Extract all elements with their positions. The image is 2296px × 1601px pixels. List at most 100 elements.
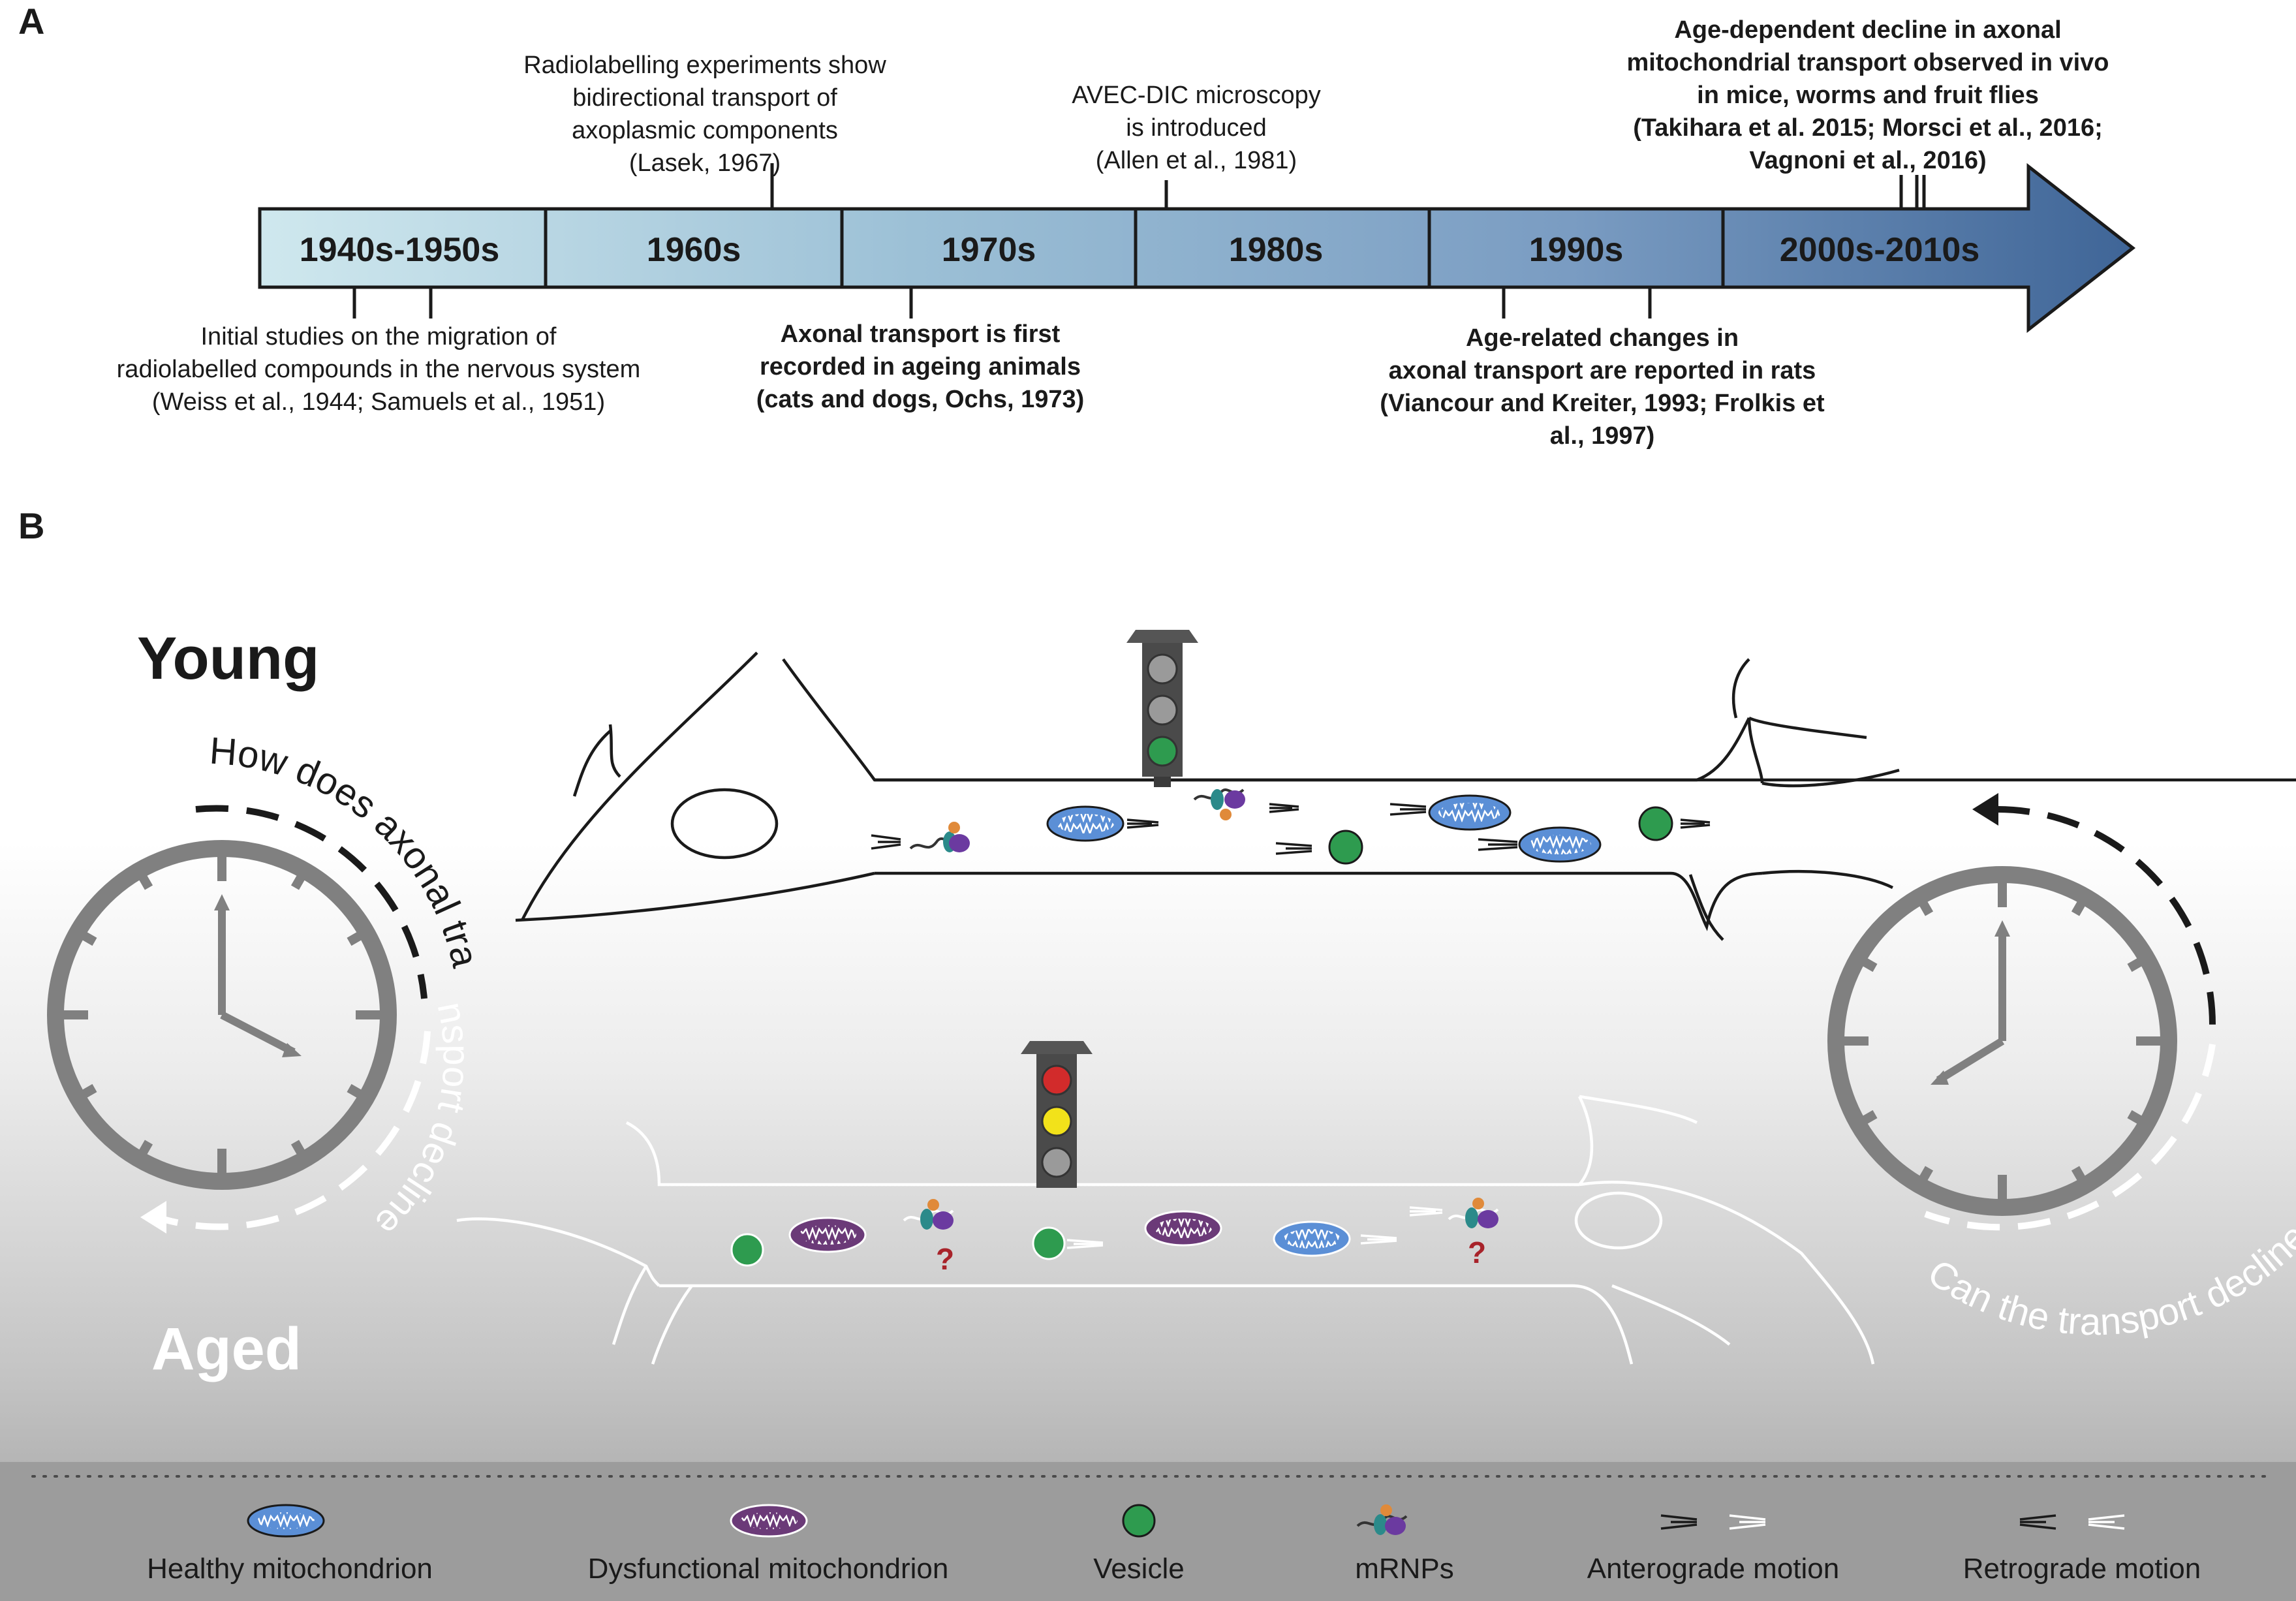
annotation-line: al., 1997): [1550, 422, 1655, 450]
right-arc-dark: [1996, 806, 2216, 1025]
annotation-initial-studies: Initial studies on the migration of radi…: [117, 323, 641, 416]
retrograde-arrows-icon: [1269, 803, 1299, 813]
dysfunctional-mitochondrion-icon: [788, 1217, 867, 1253]
annotation-line: axonal transport are reported in rats: [1389, 357, 1816, 384]
aged-label: Aged: [151, 1316, 302, 1382]
annotation-line: (Weiss et al., 1944; Samuels et al., 195…: [152, 388, 605, 416]
left-arc-light: [155, 1031, 431, 1230]
aged-cargo: ? ?: [730, 1198, 1499, 1276]
annotation-allen: AVEC-DIC microscopy is introduced (Allen…: [1072, 82, 1320, 174]
mrnp-icon: [909, 822, 970, 852]
mrnp-icon: [1193, 788, 1245, 820]
legend-label: Retrograde motion: [1963, 1553, 2201, 1585]
annotation-line: (Takihara et al. 2015; Morsci et al., 20…: [1633, 114, 2103, 142]
annotation-line: (Viancour and Kreiter, 1993; Frolkis et: [1380, 390, 1825, 417]
left-arc-dark: [195, 805, 427, 999]
vesicle-icon: [1638, 806, 1673, 841]
question-mark: ?: [1468, 1236, 1486, 1269]
traffic-light-young: [1126, 630, 1198, 787]
healthy-mitochondrion-icon: [1273, 1220, 1351, 1257]
annotation-age-dependent-decline: Age-dependent decline in axonal mitochon…: [1626, 16, 2109, 174]
healthy-mitochondrion-icon: [1428, 794, 1512, 831]
annotation-line: Axonal transport is first: [781, 320, 1061, 348]
light-off: [1147, 653, 1178, 685]
young-cargo: [871, 788, 1711, 865]
annotation-lasek: Radiolabelling experiments show bidirect…: [523, 52, 886, 177]
legend-item-vesicle: Vesicle: [1093, 1504, 1185, 1585]
light-off: [1147, 694, 1178, 726]
aged-neuron: [456, 1095, 1875, 1365]
young-label: Young: [137, 625, 319, 692]
annotation-line: Initial studies on the migration of: [201, 323, 557, 350]
retrograde-arrows-icon: [1409, 1206, 1443, 1217]
annotation-line: Vagnoni et al., 2016): [1749, 147, 1986, 174]
clock-left-icon: [47, 840, 397, 1190]
legend-label: mRNPs: [1355, 1553, 1454, 1585]
vesicle-icon: [730, 1233, 764, 1267]
annotation-line: AVEC-DIC microscopy: [1072, 82, 1320, 109]
right-arc-arrowhead: [1972, 793, 1998, 826]
legend-label: Dysfunctional mitochondrion: [588, 1553, 949, 1585]
legend-label: Healthy mitochondrion: [147, 1553, 433, 1585]
light-yellow: [1041, 1106, 1072, 1137]
decade-label: 1990s: [1529, 231, 1624, 269]
young-neuron: [515, 651, 2296, 941]
dysfunctional-mitochondrion-icon: [1144, 1210, 1222, 1247]
annotation-line: Age-related changes in: [1466, 324, 1739, 352]
left-arc-arrowhead: [140, 1201, 166, 1234]
anterograde-arrows-icon: [1389, 803, 1427, 816]
light-green: [1147, 736, 1178, 767]
legend-label: Anterograde motion: [1587, 1553, 1839, 1585]
vesicle-icon: [1032, 1226, 1066, 1260]
legend-item-healthy: Healthy mitochondrion: [147, 1504, 433, 1585]
annotation-line: (Allen et al., 1981): [1096, 147, 1297, 174]
legend-item-anterograde: Anterograde motion: [1587, 1514, 1839, 1585]
annotation-line: mitochondrial transport observed in vivo: [1626, 49, 2109, 76]
decade-label: 2000s-2010s: [1780, 231, 1980, 269]
traffic-light-aged: [1021, 1041, 1093, 1188]
vesicle-icon: [1328, 830, 1363, 865]
vesicle-icon: [1122, 1504, 1156, 1538]
annotation-line: (cats and dogs, Ochs, 1973): [756, 386, 1085, 413]
annotation-line: bidirectional transport of: [572, 84, 837, 112]
question-mark: ?: [936, 1242, 954, 1276]
annotation-line: axoplasmic components: [572, 117, 838, 144]
decade-label: 1960s: [647, 231, 741, 269]
retrograde-arrows-icon: [1126, 818, 1159, 829]
decade-label: 1940s-1950s: [300, 231, 500, 269]
decade-label: 1980s: [1229, 231, 1324, 269]
annotation-line: Radiolabelling experiments show: [523, 52, 886, 79]
legend-label: Vesicle: [1093, 1553, 1184, 1585]
mrnp-icon: [1448, 1198, 1499, 1228]
annotation-line: Age-dependent decline in axonal: [1674, 16, 2061, 44]
anterograde-arrows-icon: [1660, 1514, 1698, 1530]
clock-right-icon: [1827, 866, 2177, 1216]
decade-label: 1970s: [942, 231, 1036, 269]
mrnp-icon: [903, 1199, 954, 1230]
legend-item-retrograde: Retrograde motion: [1963, 1514, 2201, 1585]
right-arc-light: [1924, 1044, 2216, 1231]
retrograde-arrows-icon: [1680, 818, 1711, 829]
healthy-mitochondrion-icon: [1046, 805, 1125, 842]
anterograde-arrows-icon: [1066, 1239, 1104, 1249]
panel-b-label: B: [18, 505, 44, 546]
annotation-line: recorded in ageing animals: [760, 353, 1081, 381]
timeline-ticks: [352, 163, 1926, 319]
light-red: [1041, 1065, 1072, 1096]
mrnp-icon: [1356, 1504, 1408, 1535]
anterograde-arrows-icon: [1478, 838, 1518, 851]
anterograde-arrows-light-icon: [1729, 1514, 1766, 1530]
legend: Healthy mitochondrion Dysfunctional mito…: [147, 1504, 2201, 1585]
annotation-line: radiolabelled compounds in the nervous s…: [117, 356, 641, 383]
annotation-line: is introduced: [1126, 114, 1266, 142]
annotation-line: (Lasek, 1967): [629, 149, 781, 177]
anterograde-arrows-icon: [1360, 1234, 1397, 1245]
annotation-age-related-changes: Age-related changes in axonal transport …: [1380, 324, 1825, 450]
anterograde-arrows-icon: [1275, 842, 1312, 855]
annotation-ochs: Axonal transport is first recorded in ag…: [756, 320, 1085, 413]
annotation-line: in mice, worms and fruit flies: [1697, 82, 2039, 109]
retrograde-arrows-light-icon: [2088, 1514, 2125, 1530]
panel-a-label: A: [18, 1, 44, 42]
retrograde-arrows-icon: [2019, 1514, 2056, 1530]
